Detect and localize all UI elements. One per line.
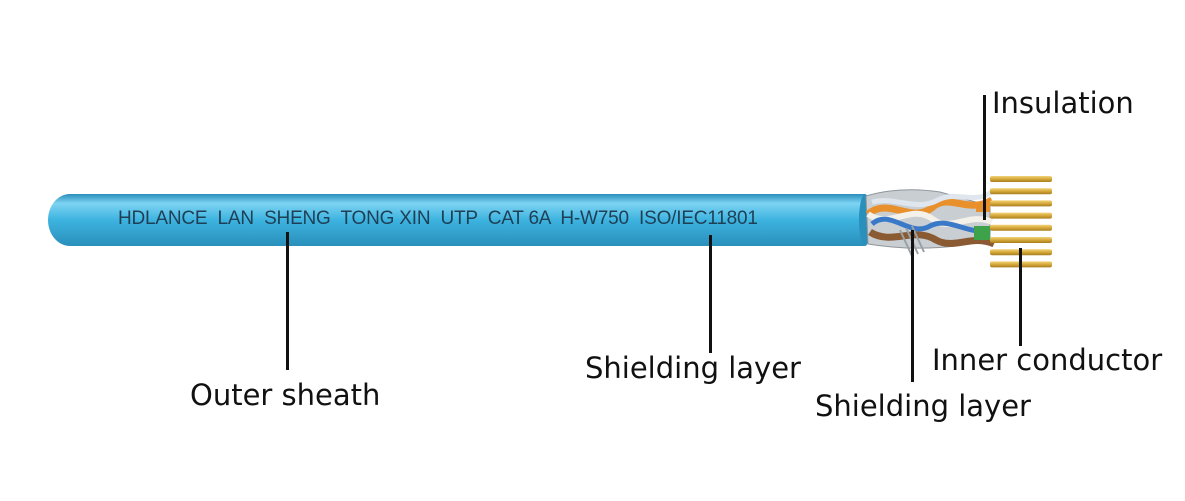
conductor-pin — [990, 224, 1052, 231]
outer-sheath-label: Outer sheath — [190, 378, 381, 412]
conductor-pin — [990, 237, 1052, 243]
inner-conductor-label: Inner conductor — [932, 343, 1163, 377]
conductor-pin — [990, 188, 1052, 195]
insulation-leader-line — [983, 95, 986, 220]
shielding-layer-wire-label: Shielding layer — [815, 389, 1031, 423]
outer-sheath-leader-line — [286, 232, 289, 370]
inner-conductor-leader-line — [1019, 248, 1022, 346]
exposed-core — [865, 188, 996, 257]
conductor-pin — [990, 200, 1052, 207]
conductor-pin — [990, 176, 1052, 182]
conductor-pin — [990, 212, 1052, 219]
shielding-layer-foil-label: Shielding layer — [585, 351, 801, 385]
shielding-layer-foil-leader-line — [709, 235, 712, 353]
shielding-layer-wire-leader-line — [911, 230, 914, 382]
insulation-label: Insulation — [992, 86, 1134, 120]
cable-printed-marking: HDLANCE LAN SHENG TONG XIN UTP CAT 6A H-… — [118, 208, 758, 229]
